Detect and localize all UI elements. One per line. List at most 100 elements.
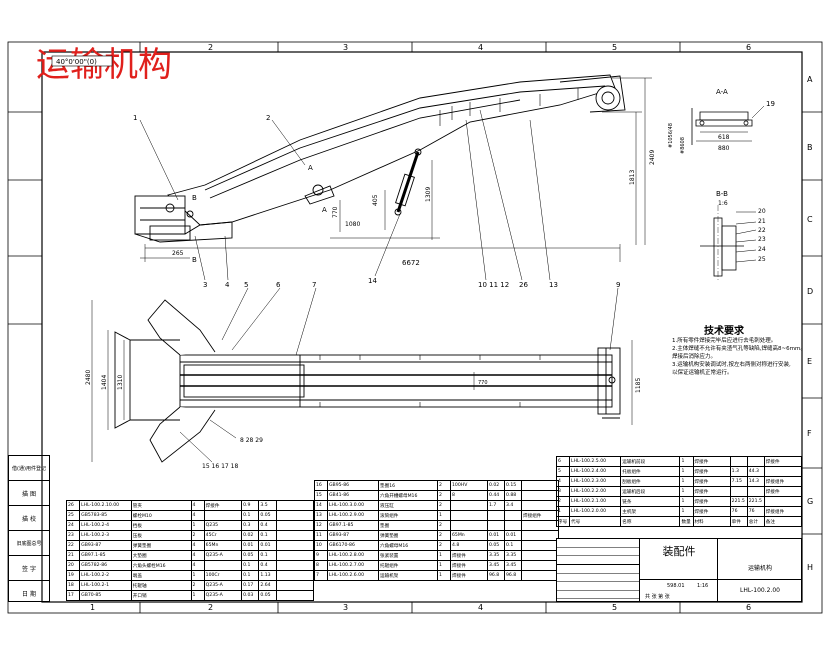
bom-cell [746, 486, 765, 497]
bom-header-row: 序号代号名称数量材料单件总计备注 [555, 516, 803, 527]
bom-cell: 焊接件 [692, 466, 731, 477]
bom-cell: 滚筒组件 [378, 510, 438, 521]
bom-cell: 运输机后段 [620, 486, 681, 497]
bom-cell: 2 [190, 580, 205, 591]
bom-cell: 1 [437, 550, 451, 561]
bom-cell: 运输机架 [378, 570, 438, 581]
bom-cell: 17 [65, 590, 81, 601]
bom-cell: 3.35 [504, 550, 522, 561]
bom-cell: 2 [437, 480, 451, 491]
bom-cell: 22 [65, 540, 81, 551]
bom-cell: 100HV [450, 480, 488, 491]
bom-cell: 托辊组件 [378, 560, 438, 571]
bom-cell: 100Cr [203, 570, 243, 581]
bom-cell: 0.01 [504, 530, 522, 541]
row-label-f: F [807, 429, 812, 438]
assembly-name: 运输机构 [747, 565, 772, 572]
bom-cell: 4 [555, 476, 571, 487]
section-bb-view [700, 205, 757, 280]
bom-cell: 张紧装置 [378, 550, 438, 561]
bom-cell: 13 [314, 510, 328, 521]
bom-cell: LHL-100.2-4 [79, 520, 132, 531]
bom-cell: 4 [190, 540, 205, 551]
bom-cell: Q235-A [203, 550, 243, 561]
bom-cell: 1 [437, 570, 451, 581]
row-label-a: A [807, 75, 813, 84]
bom-cell: 六角头螺栓M16 [130, 560, 192, 571]
bom-cell: 压板 [130, 530, 192, 541]
dim-618: 618 [718, 134, 730, 141]
bom-cell: 1 [190, 520, 205, 531]
dim-8608: #8608 [680, 137, 686, 154]
bom-cell: 托板组件 [620, 466, 681, 477]
tech-req-title: 技术要求 [704, 326, 744, 337]
bom-cell [521, 530, 559, 541]
strip-cell: 日 期 [22, 590, 36, 598]
col-label-5-bottom: 5 [612, 603, 617, 612]
bom-cell [275, 570, 315, 581]
bom-cell: 4 [190, 510, 205, 521]
bom-cell: 5 [555, 466, 571, 477]
bom-cell: 3.4 [504, 500, 522, 511]
bom-cell: 4.8 [450, 540, 488, 551]
bom-cell: 焊接件 [692, 496, 731, 507]
bom-cell: 0.03 [241, 590, 260, 601]
bom-cell: 焊接件 [763, 456, 803, 467]
col-label-1-bottom: 1 [90, 603, 95, 612]
bom-cell: LHL-100.2.8.00 [327, 550, 379, 561]
bom-cell [450, 510, 488, 521]
bom-cell: 2 [437, 500, 451, 511]
bom-cell [763, 496, 803, 507]
dim-405: 405 [372, 194, 379, 206]
dim-2480: 2480 [85, 370, 92, 385]
bom-header-cell: 代号 [569, 516, 622, 527]
bom-cell: 96.8 [487, 570, 505, 581]
bom-cell: 焊接件 [692, 456, 731, 467]
bom-cell: 6 [555, 456, 571, 467]
row-label-g: G [807, 497, 813, 506]
section-bb-title: B-B [716, 190, 728, 198]
bom-cell: 2 [437, 520, 451, 531]
bom-cell: 3.45 [487, 560, 505, 571]
strip-cell: 旧底图总号 [9, 531, 49, 556]
bom-cell: 0.17 [241, 580, 260, 591]
bom-cell: 0.3 [241, 520, 260, 531]
bom-cell: GB95-86 [327, 480, 379, 491]
bom-cell: GB6170-86 [327, 540, 379, 551]
bom-cell [275, 510, 315, 521]
bom-cell: 焊接件 [450, 550, 488, 561]
bom-cell [275, 560, 315, 571]
balloon-10-11-12: 10 11 12 [478, 281, 509, 289]
bom-cell: 1 [437, 560, 451, 571]
bom-cell: 21 [65, 550, 81, 561]
bom-cell: 焊接组件 [521, 510, 559, 521]
column-zones [139, 42, 681, 613]
bom-cell [521, 550, 559, 561]
assembly-label: 装配件 [662, 545, 696, 558]
sheet-info: 共 张 第 张 [645, 594, 670, 600]
bom-cell: 14 [314, 500, 328, 511]
bom-cell: 0.9 [241, 500, 260, 511]
bom-header-cell: 备注 [763, 516, 803, 527]
bom-cell: LHL-100.2.9.00 [327, 510, 379, 521]
bom-cell: 0.1 [241, 570, 260, 581]
bom-cell: Q235-A [203, 580, 243, 591]
col-label-6: 6 [746, 43, 751, 52]
bom-cell: 焊接件 [692, 486, 731, 497]
bom-cell: 0.02 [487, 480, 505, 491]
section-marker-a: A [308, 164, 313, 172]
bom-cell: 1 [679, 466, 694, 477]
bom-cell [275, 520, 315, 531]
balloon-24: 24 [758, 246, 766, 253]
bom-cell [275, 590, 315, 601]
bom-cell: 螺栓M10 [130, 510, 192, 521]
